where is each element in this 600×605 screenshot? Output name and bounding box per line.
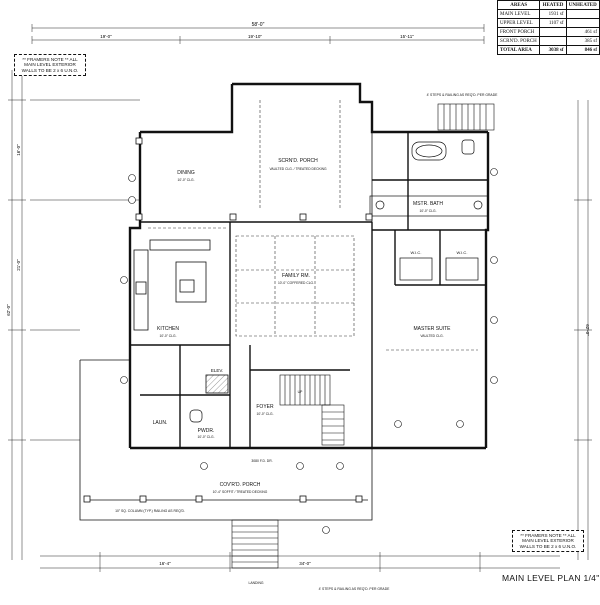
room-family: FAMILY RM. [282,273,310,279]
area-label: SCRN'D. PORCH [496,36,541,46]
kitchen-cabinets [133,239,211,331]
front-steps [231,519,279,569]
steps-note-rear: 4' STEPS & RAILING AS REQ'D. PER GRADE [427,93,499,97]
area-table-header-row: AREAS HEATED UNHEATED [496,0,600,10]
area-header-heated: HEATED [539,0,567,10]
room-kitchen-detail: 10'-0" CLG. [159,334,176,338]
room-labels: SCRN'D. PORCH VAULTED CLG. / TREATED DEC… [153,158,468,494]
area-heated: 1107 sf [539,18,567,28]
dim-left-a: 16'-0" [16,144,21,156]
framers-note-bottom: ** FRAMERS NOTE ** ALL MAIN LEVEL EXTERI… [512,530,584,553]
annotations: UP LANDING 3080 F.D. DR. 4' STEPS & RAIL… [115,93,498,591]
bath-fixtures [189,139,489,423]
dim-left-b: 21'-0" [16,259,21,271]
area-total-unheated: 846 sf [565,45,600,55]
rear-porch-stair [437,103,495,131]
plan-title: MAIN LEVEL PLAN 1/4" = 1'-0" [502,573,600,583]
area-heated: 1931 sf [539,9,567,19]
room-front-porch: COV'R'D. PORCH [220,482,261,488]
room-kitchen: KITCHEN [157,326,179,332]
room-master-suite: MASTER SUITE [414,326,452,332]
area-label: MAIN LEVEL [496,9,541,19]
room-family-detail: 10'-0" COFFERED CLG. [278,281,314,285]
overall-width-dim: 58'-0" [252,22,265,28]
interior-walls [130,132,488,448]
steps-note-front: 4' STEPS & RAILING AS REQ'D. PER GRADE [319,587,391,591]
room-screened-porch-detail: VAULTED CLG. / TREATED DECKING [269,167,327,171]
room-pwdr-detail: 10'-0" CLG. [197,435,214,439]
section-tags [120,168,498,534]
area-unheated [565,9,600,19]
room-pwdr: PWDR. [198,428,215,434]
room-dining: DINING [177,170,195,176]
dim-bottom-b: 34'-0" [299,561,311,566]
area-label: FRONT PORCH [496,27,541,37]
area-total-heated: 3038 sf [539,45,567,55]
table-row: FRONT PORCH 461 sf [496,27,600,37]
porch-columns [83,137,373,503]
area-label: UPPER LEVEL [496,18,541,28]
table-row: MAIN LEVEL 1931 sf [496,9,600,19]
area-heated [539,36,567,46]
dim-top-mid: 19'-10" [248,34,262,39]
dimension-strings [11,24,589,569]
column-note: 10" SQ. COLUMN (TYP.) RAILING AS REQ'D. [115,509,185,513]
elevator-shaft [205,374,229,394]
area-summary-table: AREAS HEATED UNHEATED MAIN LEVEL 1931 sf… [496,0,600,55]
room-master-bath: MSTR. BATH [413,201,443,207]
landing-label: LANDING [248,581,263,585]
table-row: SCRN'D. PORCH 385 sf [496,36,600,46]
room-elev: ELEV. [211,368,223,373]
area-heated [539,27,567,37]
dim-left-total: 62'-0" [6,304,11,316]
area-total-label: TOTAL AREA [496,45,541,55]
dim-top-left: 19'-0" [100,34,112,39]
area-header-unheated: UNHEATED [565,0,600,10]
area-header-areas: AREAS [496,0,541,10]
stair-up-label: UP [298,390,303,394]
area-unheated [565,18,600,28]
room-screened-porch: SCRN'D. PORCH [278,158,318,164]
room-laun: LAUN. [153,420,168,426]
ceiling-dashed-lines [148,100,478,351]
dim-right-total: 62'-0" [585,324,590,336]
dimension-tick-marks [8,99,592,572]
framers-note-top: ** FRAMERS NOTE ** ALL MAIN LEVEL EXTERI… [14,54,86,77]
room-foyer: FOYER [256,404,274,410]
room-dining-detail: 10'-0" CLG. [177,178,194,182]
dim-bottom-a: 16'-4" [159,561,171,566]
room-front-porch-detail: 10'-4" SOFFIT / TREATED DECKING [213,490,268,494]
room-wic-2: W.I.C. [457,250,468,255]
area-unheated: 385 sf [565,36,600,46]
area-unheated: 461 sf [565,27,600,37]
main-stair [279,374,345,446]
front-door-label: 3080 F.D. DR. [251,459,272,463]
room-master-suite-detail: VAULTED CLG. [420,334,443,338]
table-row: UPPER LEVEL 1107 sf [496,18,600,28]
room-foyer-detail: 10'-0" CLG. [256,412,273,416]
dim-top-right: 15'-11" [400,34,414,39]
exterior-walls [128,82,490,450]
porch-rails [79,132,373,521]
area-total-row: TOTAL AREA 3038 sf 846 sf [496,45,600,55]
room-wic-1: W.I.C. [411,250,422,255]
room-master-bath-detail: 10'-0" CLG. [419,209,436,213]
